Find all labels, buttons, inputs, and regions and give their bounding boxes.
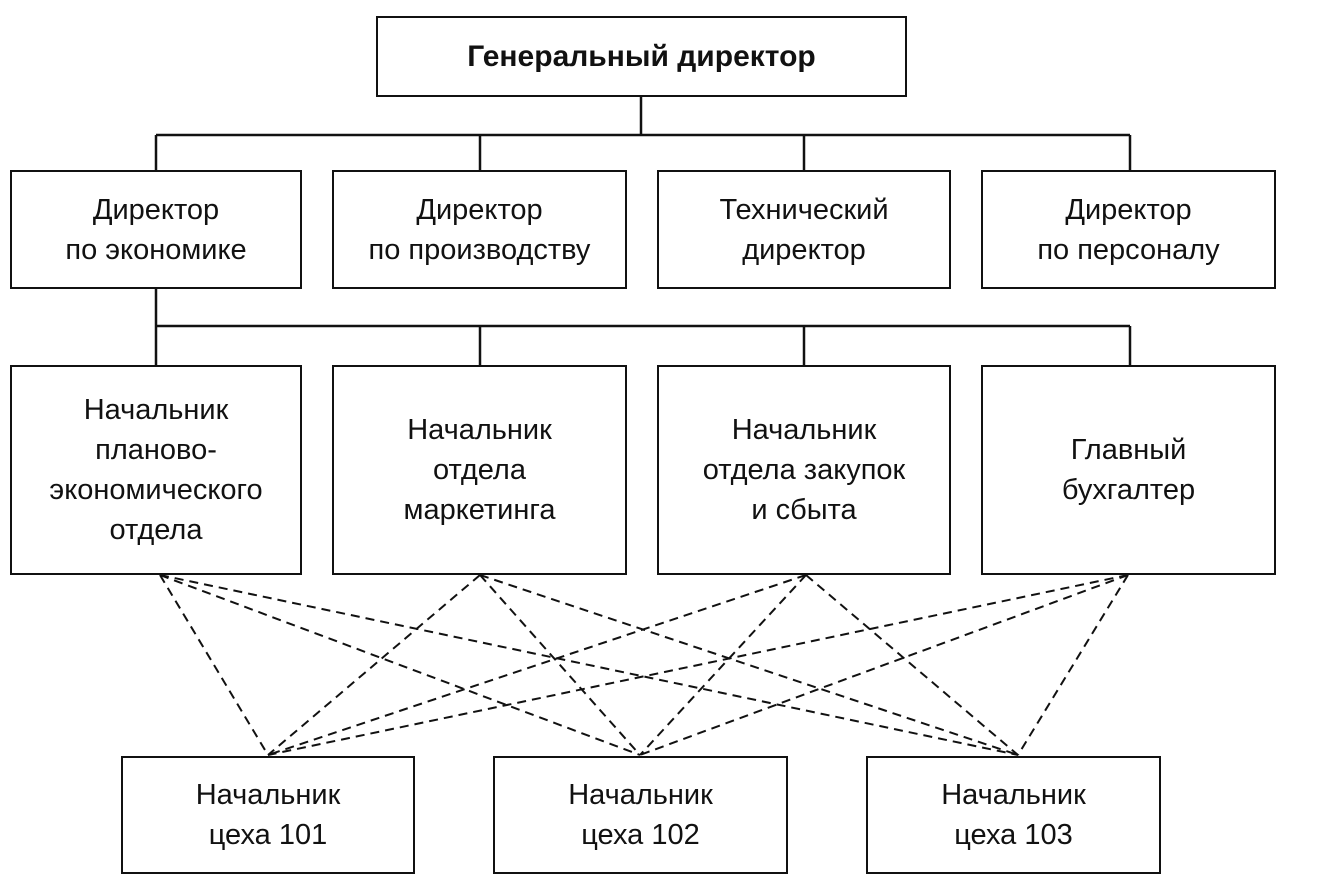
director-production-box: Директор по производству [332, 170, 627, 289]
node-label-line: Технический [719, 193, 889, 226]
functional-link-line [159, 574, 269, 756]
head-procurement-sales-box: Начальник отдела закупок и сбыта [657, 365, 951, 575]
head-planning-economic-box: Начальник планово- экономического отдела [10, 365, 302, 575]
director-economics-box: Директор по экономике [10, 170, 302, 289]
ceo-box: Генеральный директор [376, 16, 907, 97]
node-label-line: отдела [433, 454, 526, 486]
node-label-line: Начальник [731, 414, 877, 446]
node-label-line: Начальник [195, 779, 341, 811]
functional-link-line [479, 574, 641, 756]
node-label-line: цеха 103 [954, 819, 1073, 851]
functional-link-line [267, 574, 807, 756]
shop-103-head-box: Начальник цеха 103 [866, 756, 1161, 874]
node-label-line: отдела [109, 514, 203, 546]
node-label-line: отдела закупок [702, 454, 906, 486]
node-label-line: Директор [1065, 193, 1192, 226]
functional-link-line [805, 574, 1019, 756]
node-label-line: цеха 101 [208, 819, 328, 851]
node-label-line: цеха 102 [581, 819, 700, 851]
chief-accountant-box: Главный бухгалтер [981, 365, 1276, 575]
node-label-line: директор [742, 233, 866, 266]
node-label-line: по персоналу [1037, 233, 1220, 266]
node-label-line: Начальник [941, 779, 1086, 811]
node-label-line: бухгалтер [1061, 474, 1196, 506]
functional-link-line [267, 574, 1129, 756]
director-personnel-box: Директор по персоналу [981, 170, 1276, 289]
technical-director-box: Технический директор [657, 170, 951, 289]
functional-link-line [639, 574, 1129, 756]
shop-102-head-box: Начальник цеха 102 [493, 756, 788, 874]
ceo-label: Генеральный директор [467, 39, 816, 73]
node-label-line: Главный [1070, 434, 1187, 466]
node-label-line: экономического [49, 474, 263, 506]
node-label-line: Директор [92, 193, 220, 226]
node-label-line: по производству [368, 233, 591, 266]
node-label-line: Директор [416, 193, 543, 226]
node-label-line: маркетинга [403, 494, 556, 526]
node-label-line: Начальник [407, 414, 552, 446]
functional-link-line [159, 574, 641, 756]
functional-link-line [639, 574, 807, 756]
head-marketing-box: Начальник отдела маркетинга [332, 365, 627, 575]
node-label-line: планово- [95, 434, 217, 466]
node-label-line: Начальник [83, 394, 229, 426]
functional-link-line [267, 574, 481, 756]
node-label-line: Начальник [568, 779, 713, 811]
functional-link-line [1017, 574, 1129, 756]
shop-101-head-box: Начальник цеха 101 [121, 756, 415, 874]
functional-link-line [159, 574, 1019, 756]
node-label-line: по экономике [65, 233, 247, 266]
functional-link-line [479, 574, 1019, 756]
node-label-line: и сбыта [751, 494, 857, 526]
